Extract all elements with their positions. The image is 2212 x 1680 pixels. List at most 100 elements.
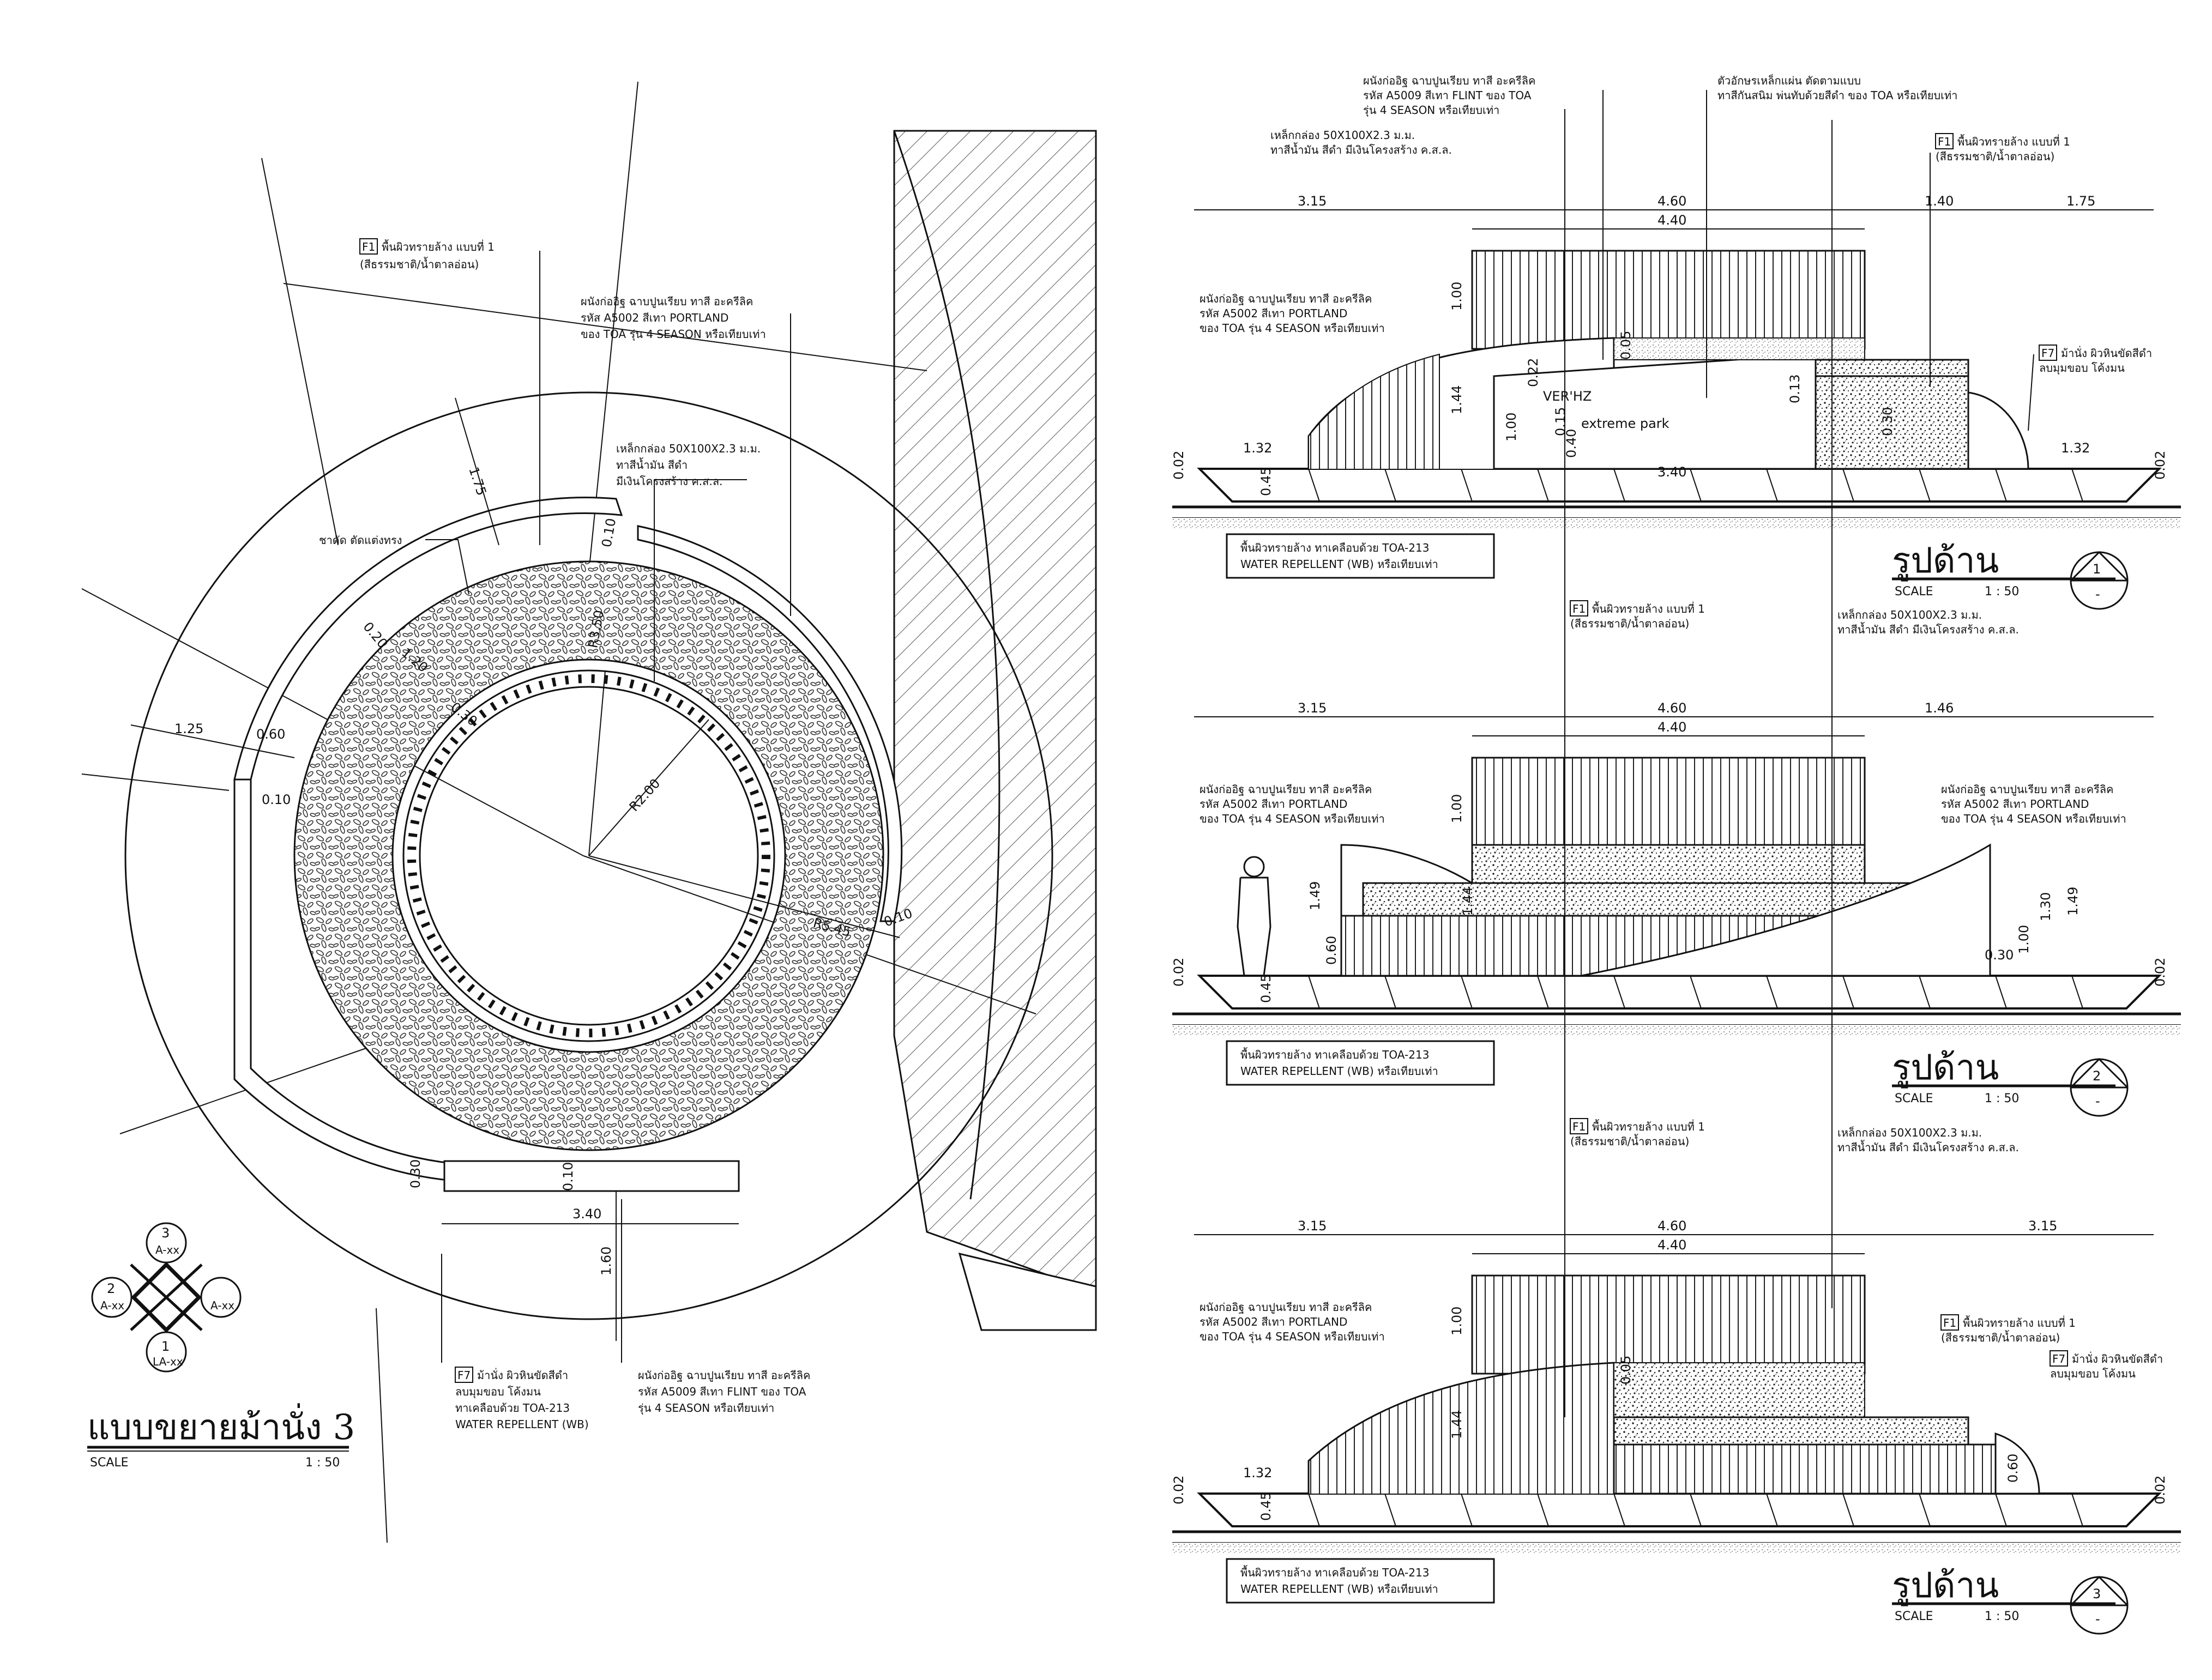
dim-h: 0.02	[1171, 1476, 1186, 1504]
sand-band	[1613, 337, 1865, 360]
slab-joint	[1919, 468, 1931, 502]
slab-joint	[1842, 468, 1854, 502]
inner-ring-edge	[402, 669, 775, 1042]
dim-m: 0.05	[1618, 331, 1634, 360]
outer-circle-r545	[124, 391, 1053, 1320]
granite-seat	[1815, 375, 1969, 470]
leader-plant	[425, 539, 469, 595]
elevation-ref: -	[2095, 587, 2100, 602]
dim-f: 1.00	[1449, 282, 1464, 311]
dim-a: 3.15	[1298, 700, 1327, 716]
dim-e: 1.00	[1449, 1307, 1464, 1335]
dim-010-b: 0.10	[599, 517, 619, 548]
dim-g: 1.32	[1243, 1465, 1272, 1480]
floor-note-2: WATER REPELLENT (WB) หรือเทียบเท่า	[1240, 1582, 1438, 1596]
radius-line-r200	[588, 719, 709, 856]
elevation-title: รูปด้าน	[1892, 1566, 1999, 1606]
slab-joint	[1461, 1493, 1473, 1527]
note-letter-2: ทาสีกันสนิม พ่นทับด้วยสีดำ ของ TOA หรือเ…	[1717, 89, 1957, 102]
slab-joint	[2071, 1493, 2083, 1527]
svg-text:F1: F1	[362, 240, 375, 253]
svg-text:A-xx: A-xx	[100, 1299, 124, 1312]
dim-i: 0.45	[1258, 1492, 1274, 1521]
svg-text:F7: F7	[457, 1369, 471, 1382]
svg-text:ทาเคลือบด้วย TOA-213: ทาเคลือบด้วย TOA-213	[455, 1401, 570, 1415]
note-f1-box	[1570, 1118, 1588, 1134]
slab-joint	[1613, 468, 1625, 502]
dim-q: 1.00	[1504, 413, 1519, 442]
site-line	[81, 773, 230, 791]
slab-joint	[2071, 468, 2083, 502]
bench-end	[1967, 391, 2029, 470]
dim-060: 0.60	[256, 727, 285, 742]
elevation-scale-value: 1 : 50	[1985, 585, 2019, 599]
wall-ring	[233, 497, 623, 781]
dim-h: 0.60	[1324, 936, 1339, 965]
slab-joint	[1461, 468, 1473, 502]
plan-scale-value: 1 : 50	[305, 1456, 340, 1470]
svg-text:ผนังก่ออิฐ ฉาบปูนเรียบ ทาสี อะ: ผนังก่ออิฐ ฉาบปูนเรียบ ทาสี อะครีลิค	[638, 1369, 810, 1382]
slab-joint	[1690, 468, 1702, 502]
floor-note-1: พื้นผิวทรายล้าง ทาเคลือบด้วย TOA-213	[1240, 540, 1429, 554]
steel-slat-screen	[1471, 250, 1866, 350]
note-f1-box	[1570, 600, 1588, 617]
note-steel-2: ทาสีน้ำมัน สีดำ มีเงินโครงสร้าง ค.ส.ล.	[1270, 142, 1452, 156]
slab-joint	[1537, 1493, 1549, 1527]
slab-joint	[1690, 1493, 1702, 1527]
section-key: 3 A-xx 2 A-xx A-xx 1 LA-xx	[91, 1222, 242, 1373]
svg-text:(สีธรรมชาติ/น้ำตาลอ่อน): (สีธรรมชาติ/น้ำตาลอ่อน)	[360, 257, 479, 271]
note-steel-2: ทาสีน้ำมัน สีดำ มีเงินโครงสร้าง ค.ส.ล.	[1837, 622, 2019, 636]
dim-c: 4.40	[1658, 213, 1686, 228]
slab-joint	[1919, 1493, 1931, 1527]
dim-n: 0.22	[1526, 358, 1541, 387]
ground-hatch	[1172, 1025, 2181, 1037]
note-f1b-code: F1	[1943, 1316, 1956, 1330]
note-f1-2: (สีธรรมชาติ/น้ำตาลอ่อน)	[1570, 1134, 1689, 1148]
site-line	[376, 1308, 388, 1543]
dim-160: 1.60	[599, 1247, 614, 1276]
slab-joint	[1308, 1493, 1320, 1527]
elevation-number: 3	[2093, 1586, 2101, 1602]
note-wall-portland-3: ของ TOA รุ่น 4 SEASON หรือเทียบเท่า	[1200, 1330, 1385, 1344]
dim-o: 0.15	[1553, 407, 1568, 436]
radius-label-r200: R2.00	[626, 776, 664, 814]
dim-d: 1.40	[1925, 194, 1954, 209]
note-plant: ชาดัด ตัดแต่งทรง	[319, 534, 402, 547]
curved-wall	[1307, 1362, 1615, 1494]
floor-note-1: พื้นผิวทรายล้าง ทาเคลือบด้วย TOA-213	[1240, 1047, 1429, 1061]
note-steel-1: เหล็กกล่อง 50X100X2.3 ม.ม.	[1837, 1126, 1982, 1139]
svg-text:2: 2	[107, 1281, 115, 1296]
svg-text:เหล็กกล่อง 50X100X2.3 ม.ม.: เหล็กกล่อง 50X100X2.3 ม.ม.	[616, 442, 761, 455]
building-edge-curve	[893, 130, 1000, 1200]
svg-text:WATER REPELLENT (WB): WATER REPELLENT (WB)	[455, 1418, 589, 1431]
dim-f: 1.49	[1307, 881, 1323, 910]
svg-text:รุ่น 4 SEASON หรือเทียบเท่า: รุ่น 4 SEASON หรือเทียบเท่า	[638, 1401, 774, 1415]
plan-view: R3.50 R2.00 R5.45 1.75 1.25 0.60 0.10 0.…	[81, 81, 1097, 1543]
note-wall-portland-b-1: ผนังก่ออิฐ ฉาบปูนเรียบ ทาสี อะครีลิค	[1941, 783, 2113, 796]
base-slab	[1197, 975, 2162, 1010]
dim-l: 0.02	[2153, 1476, 2168, 1504]
radius-line-r545	[588, 855, 900, 938]
slab-joint	[1613, 975, 1625, 1009]
svg-text:ม้านั่ง ผิวหินขัดสีดำ: ม้านั่ง ผิวหินขัดสีดำ	[477, 1368, 568, 1382]
sand-band	[1613, 1362, 1865, 1418]
note-f1-2: (สีธรรมชาติ/น้ำตาลอ่อน)	[1936, 149, 2054, 163]
slab-joint	[1919, 975, 1931, 1009]
elevation-number: 1	[2093, 561, 2101, 577]
floor-note-box	[1226, 533, 1495, 579]
steel-slat-screen	[1471, 1274, 1866, 1375]
dim-n: 0.30	[1985, 947, 2014, 963]
dim-l: 0.45	[1258, 467, 1274, 496]
bench-slab	[443, 1160, 740, 1192]
planting-ring	[293, 560, 884, 1151]
note-f1-code: F1	[1572, 602, 1586, 615]
svg-text:ลบมุมขอบ โค้งมน: ลบมุมขอบ โค้งมน	[455, 1385, 541, 1399]
dim-i: 0.45	[1258, 974, 1274, 1003]
steel-slat-screen	[1471, 757, 1866, 862]
floor-note-2: WATER REPELLENT (WB) หรือเทียบเท่า	[1240, 558, 1438, 571]
curved-wall-hatch	[1308, 353, 1440, 469]
